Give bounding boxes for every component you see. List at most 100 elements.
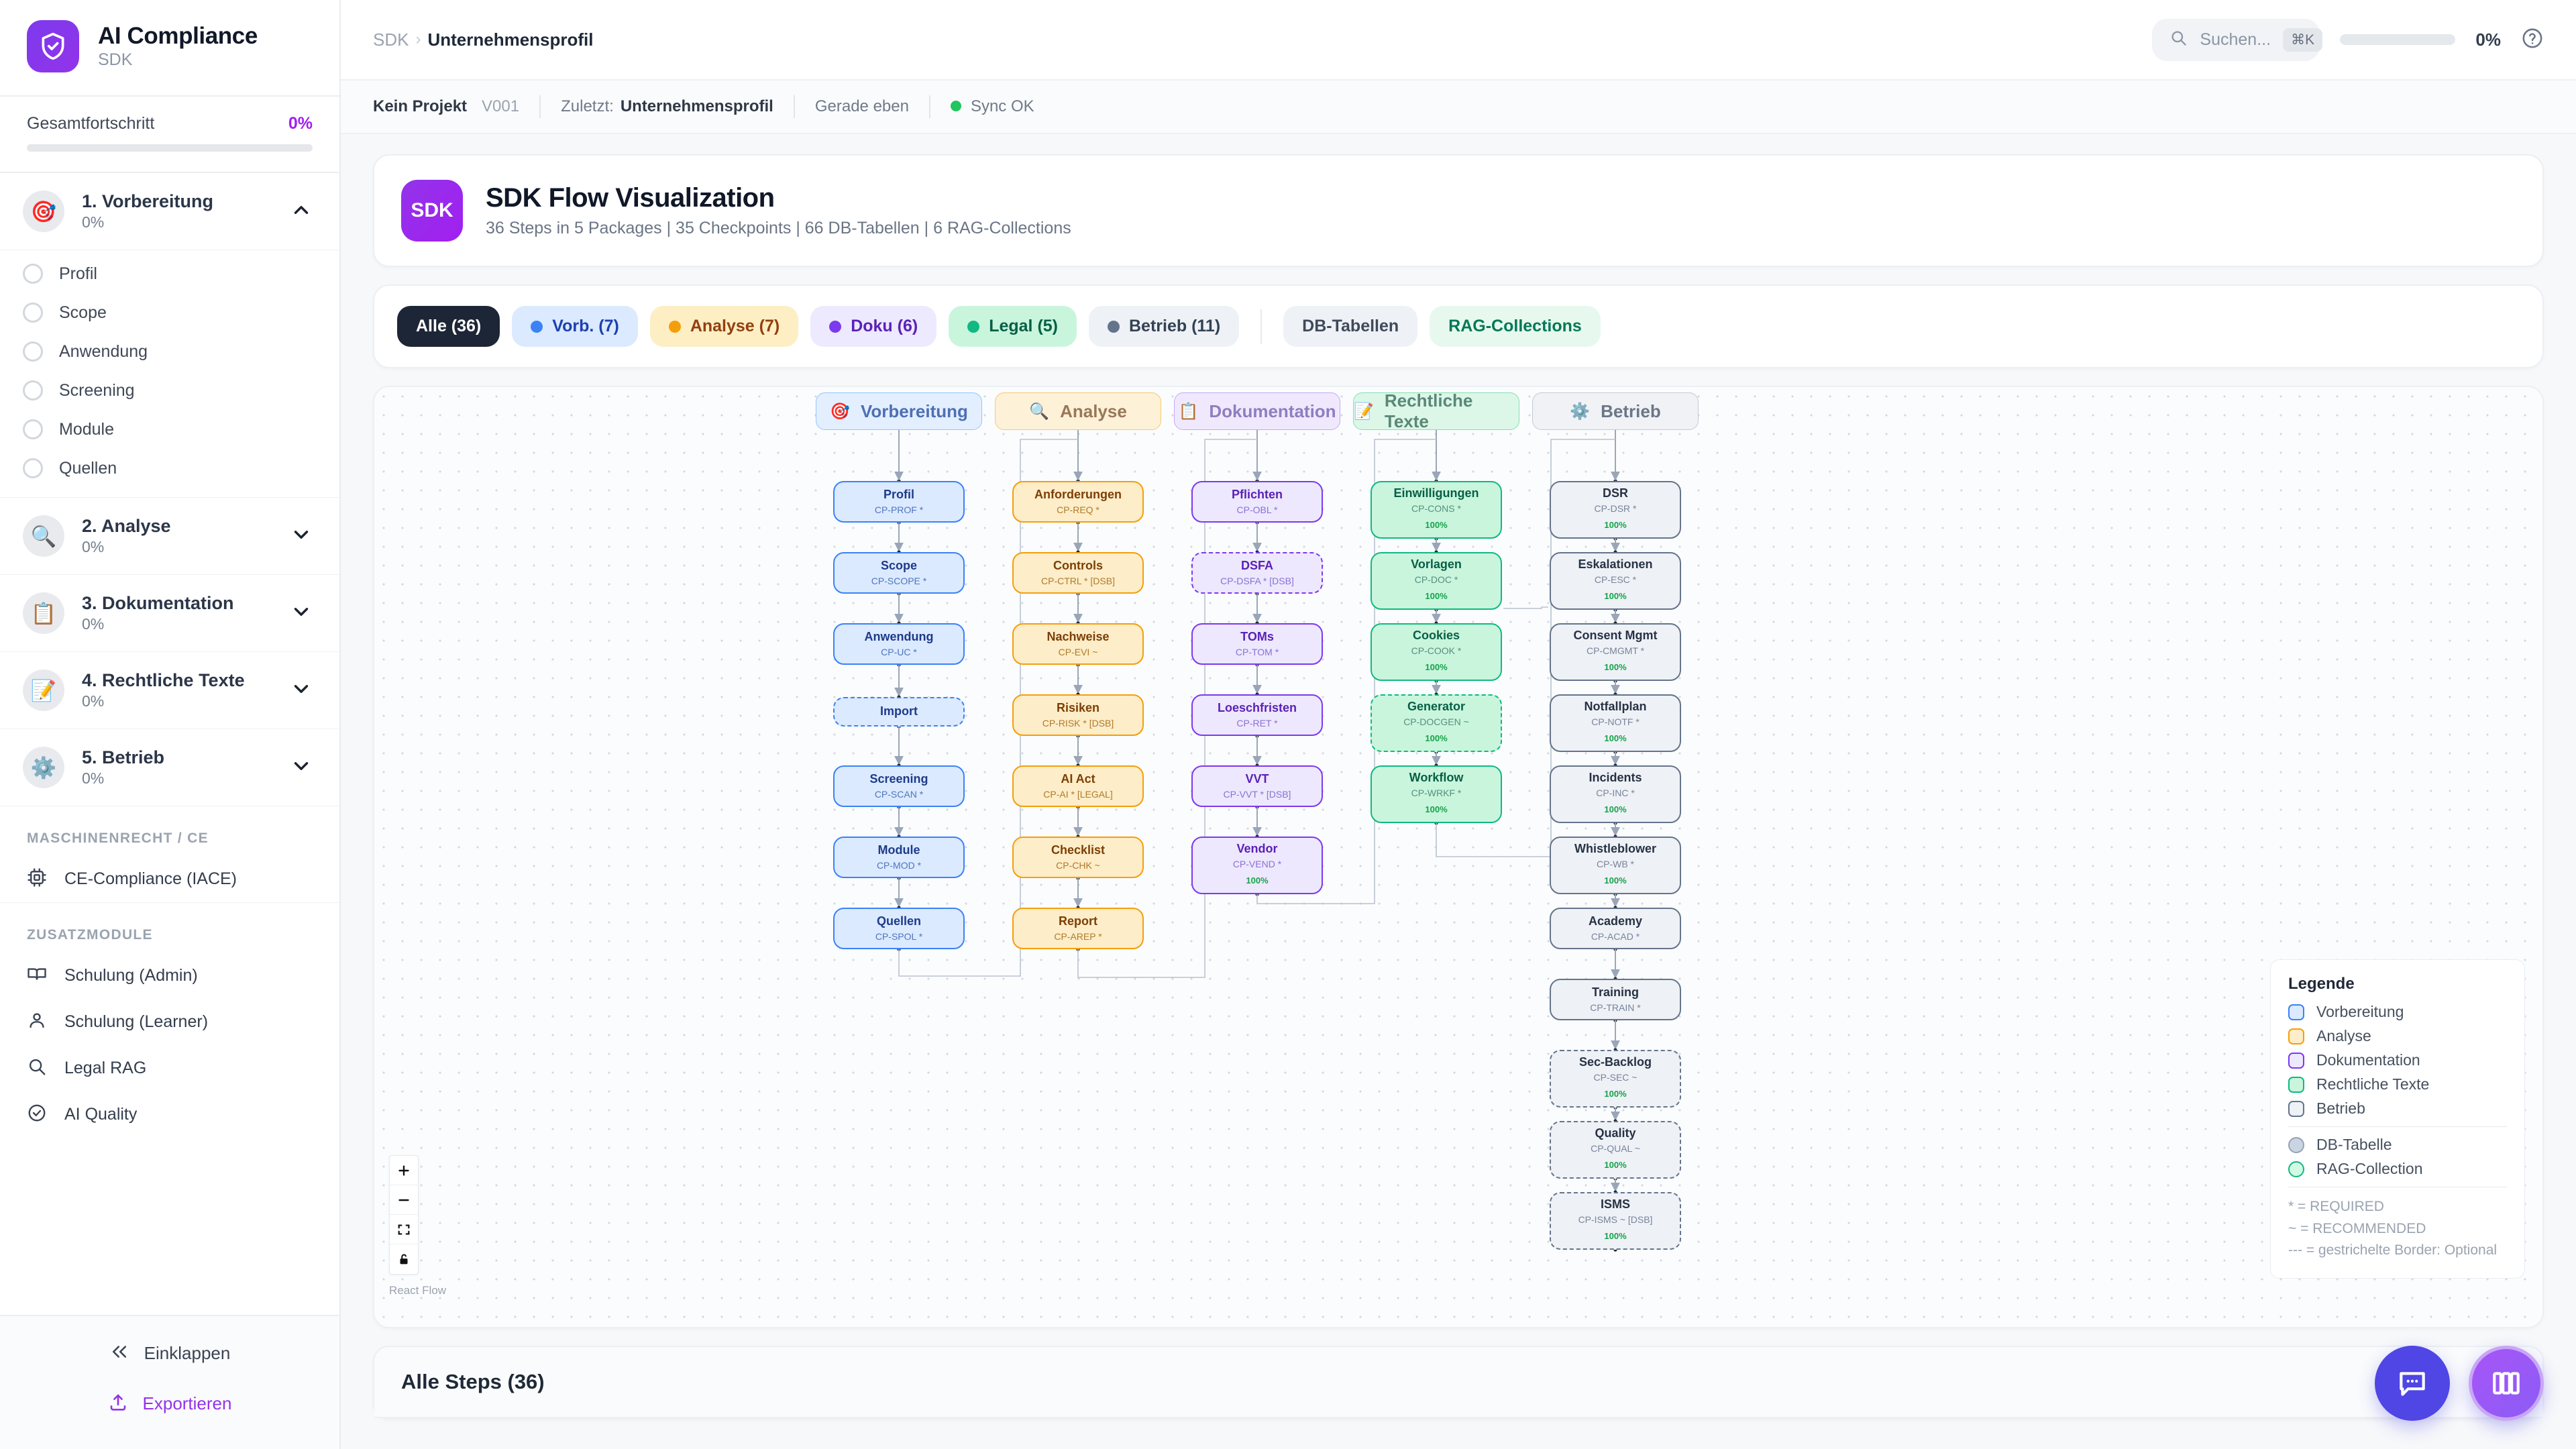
lock-open-icon [400,1254,408,1265]
flow-control-zoom-out[interactable] [390,1185,418,1215]
flow-control-fit-view[interactable] [390,1215,418,1244]
step-status-radio[interactable] [23,341,43,362]
question-circle-icon[interactable] [2521,27,2544,53]
flow-control-lock[interactable] [390,1244,418,1274]
legend-label: Dokumentation [2316,1051,2420,1069]
step-status-radio[interactable] [23,264,43,284]
chevron-down-icon[interactable] [290,600,313,627]
sidebar-item-quellen[interactable]: Quellen [0,449,339,488]
chevron-down-icon[interactable] [290,755,313,781]
brand-header[interactable]: AI Compliance SDK [0,0,339,97]
breadcrumb-root[interactable]: SDK [373,29,409,50]
flow-hero-card: SDK SDK Flow Visualization 36 Steps in 5… [373,154,2544,267]
sidebar-item-ce-compliance[interactable]: CE-Compliance (IACE) [0,856,339,902]
filter-pill-betrieb-11[interactable]: Betrieb (11) [1089,306,1240,347]
step-status-radio[interactable] [23,380,43,400]
filter-pill-legal-5[interactable]: Legal (5) [949,306,1077,347]
status-bar: Kein Projekt V001 Zuletzt: Unternehmensp… [341,80,2576,134]
sidebar-item-anwendung[interactable]: Anwendung [0,332,339,371]
node-progress-value: 100% [1604,590,1627,601]
flow-control-zoom-in[interactable] [390,1156,418,1185]
filter-pill-vorb-7[interactable]: Vorb. (7) [512,306,638,347]
filter-pill-db-tabellen[interactable]: DB-Tabellen [1283,306,1418,347]
sidebar-item-schulung-learner[interactable]: Schulung (Learner) [0,999,339,1045]
collapse-sidebar-button[interactable]: Einklappen [0,1328,339,1379]
sidebar-item-module[interactable]: Module [0,410,339,449]
sidebar-item-profil[interactable]: Profil [0,254,339,293]
node-code: CP-ESC * [1594,574,1637,586]
sidebar-item-ai-quality[interactable]: AI Quality [0,1091,339,1138]
sidebar-item-screening[interactable]: Screening [0,371,339,410]
overall-progress-label: Gesamtfortschritt [27,114,155,133]
export-button[interactable]: Exportieren [0,1379,339,1429]
search-placeholder: Suchen... [2200,30,2271,49]
chevron-down-icon[interactable] [290,678,313,704]
filter-pill-doku-6[interactable]: Doku (6) [810,306,937,347]
step-status-radio[interactable] [23,419,43,439]
flow-canvas-card[interactable]: 🎯Vorbereitung🔍Analyse📋Dokumentation📝Rech… [373,386,2544,1328]
brand-title: AI Compliance [98,22,258,49]
lane-title: Rechtliche Texte [1384,390,1473,431]
step-status-radio[interactable] [23,458,43,478]
page-title: SDK Flow Visualization [486,183,775,213]
upload-icon [108,1392,128,1415]
search-input[interactable]: Suchen... ⌘K [2152,18,2323,61]
columns-panel-fab[interactable] [2469,1346,2544,1421]
flow-node-import[interactable]: Import [833,697,965,727]
floating-action-buttons [2375,1346,2544,1421]
sidebar-item-scope[interactable]: Scope [0,293,339,332]
chat-bubble-fab[interactable] [2375,1346,2450,1421]
flow-graph[interactable]: 🎯Vorbereitung🔍Analyse📋Dokumentation📝Rech… [374,387,2542,1327]
chevron-up-icon[interactable] [290,199,313,225]
sidebar-item-schulung-admin[interactable]: Schulung (Admin) [0,953,339,999]
step-status-radio[interactable] [23,303,43,323]
chevron-down-icon[interactable] [290,523,313,549]
filter-pill-rag-collections[interactable]: RAG-Collections [1430,306,1601,347]
filter-pill-analyse-7[interactable]: Analyse (7) [649,306,799,347]
chat-icon [2400,1372,2425,1396]
node-progress-value: 100% [1425,519,1448,530]
sidebar-item-legal-rag[interactable]: Legal RAG [0,1045,339,1091]
filter-pill-alle-36[interactable]: Alle (36) [397,306,500,347]
